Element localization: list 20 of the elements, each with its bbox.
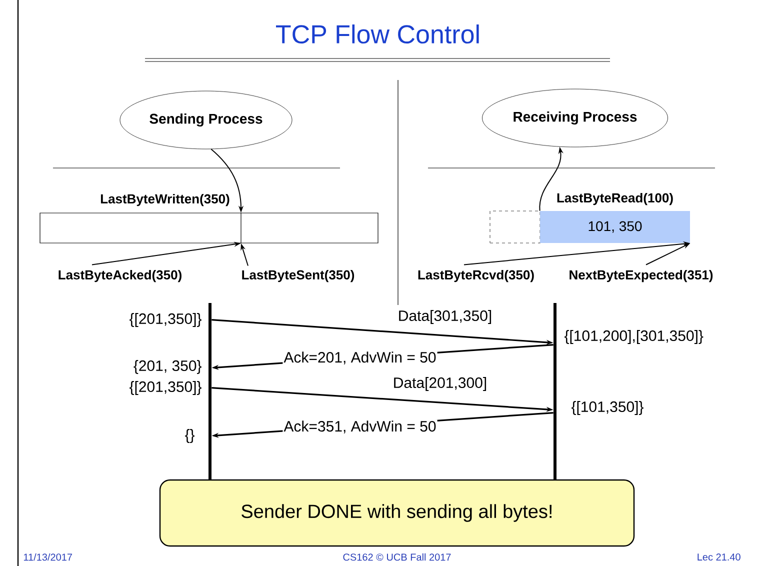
title: TCP Flow Control — [276, 24, 479, 44]
footer-date: 11/13/2017 — [24, 553, 72, 561]
pointer-label: LastByteRead(100) — [557, 192, 673, 206]
state-label: {} — [185, 429, 195, 443]
edge-label: Data[201,300] — [392, 376, 488, 392]
pointer-label: LastByteSent(350) — [242, 270, 354, 282]
pointer-label: LastByteRcvd(350) — [418, 270, 534, 282]
edge-label: Ack=351, AdvWin = 50 — [282, 420, 438, 434]
state-label: {201, 350} — [134, 360, 202, 374]
callout-box: Sender DONE with sending all bytes! — [159, 479, 635, 547]
edge-label: Data[301,350] — [396, 309, 494, 325]
state-label: {[201,350]} — [129, 381, 202, 395]
pointer-label: NextByteExpected(351) — [570, 270, 713, 282]
edge-label: Ack=201, AdvWin = 50 — [282, 350, 438, 366]
send-buffer — [40, 212, 378, 244]
footer-page: Lec 21.40 — [698, 553, 740, 561]
buffer-segment: 101, 350 — [540, 211, 690, 243]
state-label: {[101,350]} — [571, 401, 644, 415]
pointer-label: LastByteAcked(350) — [58, 270, 182, 282]
buffer-slot — [490, 210, 540, 244]
